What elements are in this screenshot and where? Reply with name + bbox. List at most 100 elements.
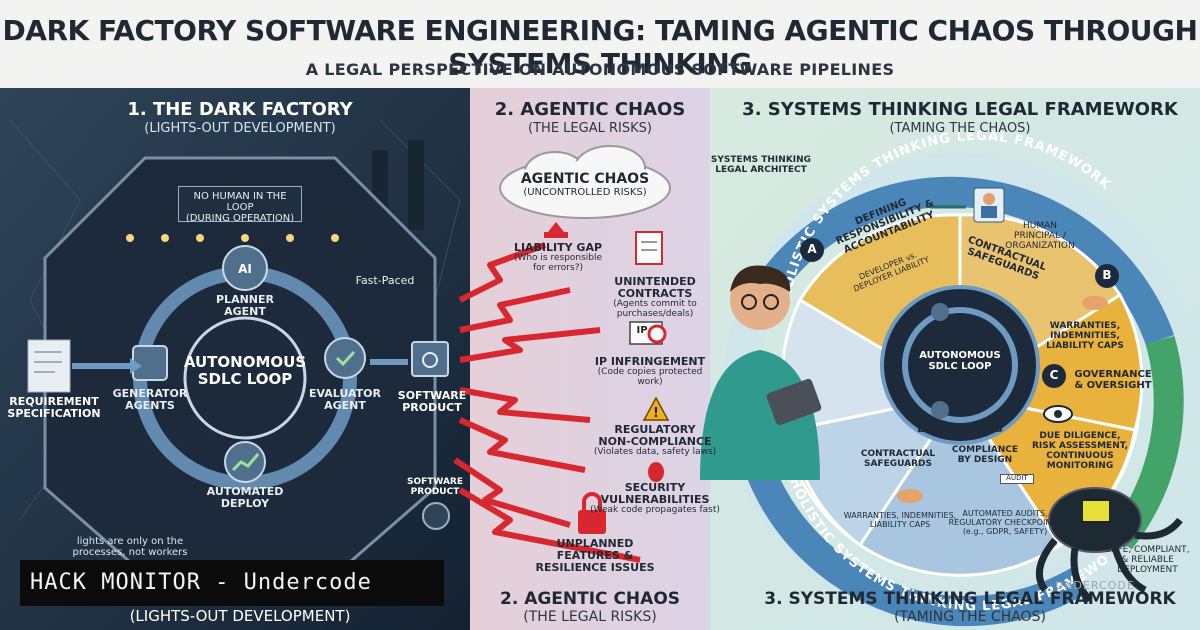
warning-icon: ! [642,396,670,421]
legal-pillars-label: LEGAL PILLARS [917,424,1003,435]
cbd-desc3: (e.g., GDPR, SAFETY) [962,526,1048,536]
agentic-chaos-heading: 2. AGENTIC CHAOS [494,99,686,120]
badge-c [1042,364,1066,388]
evaluator-agent-label: EVALUATOR AGENT [300,387,390,413]
cloud-line2: (UNCONTROLLED RISKS) [523,187,647,199]
autonomous-loop-label: AUTONOMOUS SDLC LOOP [180,354,310,387]
audit-tag: AUDIT [1000,474,1034,484]
lights-note: lights are only on the processes, not wo… [50,536,210,558]
segment-b-label: WARRANTIES, INDEMNITIES, LIABILITY CAPS [1035,321,1135,352]
lights-note-line1: lights are only on the [76,536,184,547]
b-line3: LIABILITY CAPS [1046,340,1124,351]
framework-bottom-heading: 3. SYSTEMS THINKING LEGAL FRAMEWORK [764,589,1176,609]
undercode-watermark: UNDERCODE [1055,579,1135,592]
eye-icon [1043,405,1073,423]
dark-factory-heading: 1. THE DARK FACTORY [127,99,353,120]
page-title: DARK FACTORY SOFTWARE ENGINEERING: TAMIN… [2,14,1198,80]
requirement-line2: SPECIFICATION [7,407,101,421]
unplanned-title2: FEATURES & [556,549,634,563]
c-desc4: MONITORING [1046,460,1114,471]
cs-bottom-desc2: LIABILITY CAPS [869,519,931,529]
generator-line2: AGENTS [125,399,175,413]
evaluator-agent-node [324,337,366,379]
unplanned-title3: RESILIENCE ISSUES [535,561,655,575]
contracts-desc1: (Agents commit to [613,299,697,310]
software-line2: PRODUCT [402,401,462,415]
center-node-icon-2 [931,401,949,419]
unintended-contracts-risk: UNINTENDED CONTRACTS (Agents commit to p… [600,275,710,320]
no-human-line1: NO HUMAN IN THE LOOP [193,191,287,213]
safe-line3: DEPLOYMENT [1117,564,1178,575]
c-line2: & OVERSIGHT [1074,380,1152,391]
deploy-line2: DEPLOY [220,497,270,511]
sec-title1: SECURITY [624,481,686,494]
no-human-line2: (DURING OPERATION) [185,213,295,224]
agentic-chaos-bottom-heading: 2. AGENTIC CHAOS [499,589,681,609]
software2-line1: SOFTWARE [407,477,463,487]
center-loop-label: AUTONOMOUS SDLC LOOP [910,350,1010,372]
software-product-small-label: SOFTWARE PRODUCT [400,477,470,498]
planner-line2: AGENT [224,305,266,319]
ceiling-lights [126,234,339,242]
cs-bottom-desc1: WARRANTIES, INDEMNITIES, [843,511,957,520]
regulatory-risk: REGULATORY NON-COMPLIANCE (Violates data… [590,423,720,458]
deploy-node [224,441,266,483]
legal-architect-label: SYSTEMS THINKING LEGAL ARCHITECT [706,155,816,176]
dark-factory-subheading: (LIGHTS-OUT DEVELOPMENT) [144,121,336,136]
badge-c-label: C [1049,368,1059,382]
agentic-chaos-subheading: (THE LEGAL RISKS) [528,121,652,136]
chart-up-icon [231,453,260,472]
requirement-line1: REQUIREMENT [9,395,99,408]
badge-a [800,238,824,262]
loop-line1: AUTONOMOUS [183,353,307,371]
chaos-cloud [499,145,671,219]
liability-desc2: for errors?) [532,262,583,273]
fast-paced-label: Fast-Paced [355,274,415,287]
software-product-label: SOFTWARE PRODUCT [392,389,472,415]
lock-icon [578,492,606,534]
bug-icon [648,462,664,482]
c-desc2: RISK ASSESSMENT, [1031,440,1128,451]
liability-gap-risk: LIABILITY GAP (Who is responsible for er… [508,241,608,274]
human-line1: HUMAN [1022,221,1057,231]
cloud-label: AGENTIC CHAOS (UNCONTROLLED RISKS) [520,171,650,199]
safe-line2: & RELIABLE [1121,554,1174,565]
reg-desc: (Violates data, safety laws) [593,447,717,458]
liability-title: LIABILITY GAP [513,241,603,254]
hack-monitor-banner: HACK MONITOR - Undercode [20,560,444,606]
generator-agents-node [132,345,168,381]
software-product-small-icon [422,502,450,530]
badge-a-label: A [807,242,817,256]
center-loop-arrows [902,307,1018,423]
cbd-line2: BY DESIGN [957,454,1013,465]
legal-architect-figure [700,265,822,480]
handshake-icon-2 [897,489,923,503]
software-line1: SOFTWARE [397,389,467,402]
cbd-desc1: AUTOMATED AUDITS, [962,509,1048,518]
framework-heading: 3. SYSTEMS THINKING LEGAL FRAMEWORK [742,99,1178,120]
sec-desc: (Weak code propagates fast) [590,505,720,516]
human-line2: PRINCIPAL / [1014,230,1066,241]
human-principal-icon [973,187,1005,223]
unplanned-features-risk: UNPLANNED FEATURES & RESILIENCE ISSUES [530,537,660,575]
evaluator-line2: AGENT [324,399,366,413]
cbd-desc2: REGULATORY CHECKPOINTS [948,517,1062,527]
c-desc3: CONTINUOUS [1046,450,1114,461]
security-risk: SECURITY VULNERABILITIES (Weak code prop… [590,481,720,516]
sec-title2: VULNERABILITIES [600,493,710,507]
center-node-icon [931,303,949,321]
b-line1: WARRANTIES, [1049,321,1121,331]
planner-agent-node: AI [222,245,268,291]
cbd-line1: COMPLIANCE [951,445,1019,455]
contractual-safeguards-bottom-label: CONTRACTUAL SAFEGUARDS [853,449,943,470]
b-line2: INDEMNITIES, [1050,330,1120,341]
dark-factory-bottom-caption: (LIGHTS-OUT DEVELOPMENT) [129,607,351,625]
infographic-canvas: AI [0,88,1200,630]
flow-arrowhead-in [130,358,142,374]
generator-agents-label: GENERATOR AGENTS [100,387,200,413]
handshake-icon [1082,296,1108,310]
reg-title2: NON-COMPLIANCE [598,435,712,449]
compliance-by-design-desc: AUTOMATED AUDITS, REGULATORY CHECKPOINTS… [945,509,1065,536]
badge-b [1095,264,1119,288]
requirement-document-icon [27,339,71,393]
